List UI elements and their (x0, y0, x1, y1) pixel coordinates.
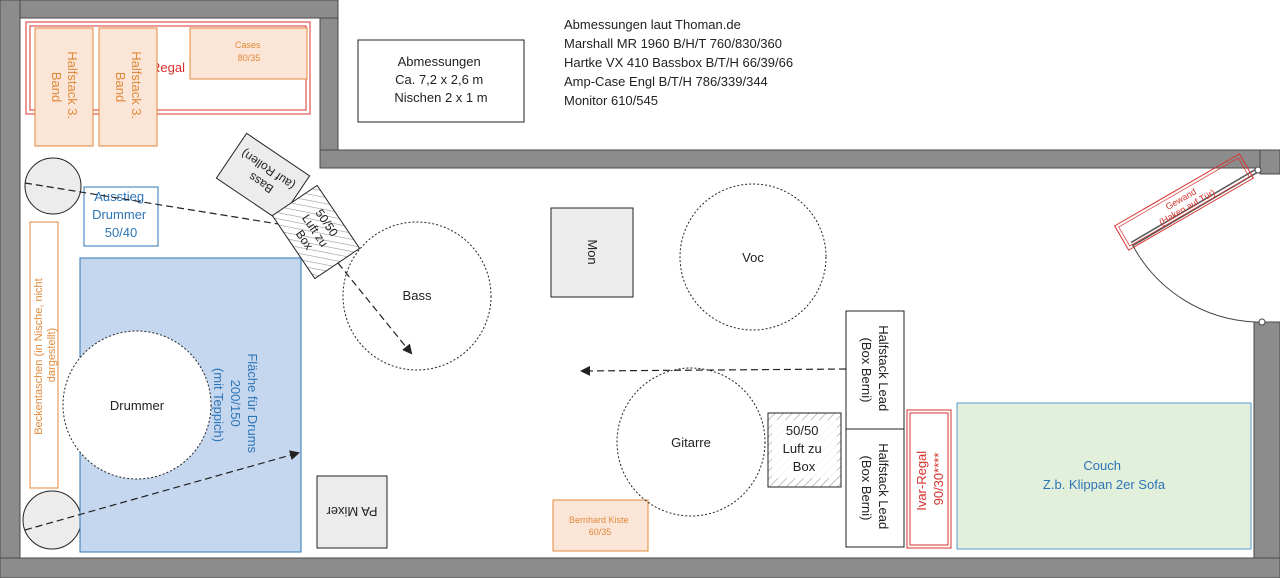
pa-mixer-label: PA Mixer (326, 504, 378, 519)
air-gap-box-1: 50/50 Luft zu Box (271, 184, 361, 280)
door[interactable] (1130, 166, 1266, 326)
air-gap-box-2-label: 50/50 Luft zu Box (783, 423, 826, 474)
bernhard-label: Bernhard Kiste 60/35 (569, 515, 631, 537)
vocal-circle (679, 183, 827, 331)
cymbal-top (24, 157, 82, 215)
air-gap-box-1-label: 50/50 Luft zu Box (288, 204, 345, 260)
wall-right-lower (1253, 321, 1280, 559)
wall-left (0, 0, 21, 578)
vocal-label: Voc (742, 250, 764, 265)
beckentaschen-box (29, 221, 59, 489)
arrow-bass (337, 262, 413, 355)
arrow-halfstack (580, 365, 847, 376)
air-gap-box-2-label-bg (772, 420, 837, 478)
guitar-label: Gitarre (671, 435, 711, 450)
bass-player-circle (342, 221, 492, 371)
cases-box (189, 27, 308, 80)
wall-niche-right (319, 17, 339, 169)
dimension-notes: Abmessungen laut Thoman.de Marshall MR 1… (564, 17, 797, 108)
drummer-circle (62, 330, 212, 480)
ivar-regal (906, 409, 952, 549)
drummer-label: Drummer (110, 398, 165, 413)
ausstieg-label: Ausstieg Drummer 50/40 (92, 189, 150, 240)
wall-top-niche (19, 0, 339, 19)
halfstack-band-1-label: Halfstack 3. Band (49, 51, 80, 123)
halfstack-lead-1-label: Halfstack Lead (Box Berni) (859, 325, 891, 415)
ausstieg-box (83, 186, 159, 247)
ivar-regal-label: Ivar-Regal 90/30**** (914, 447, 946, 511)
wall-top-right (319, 149, 1269, 169)
cymbal-bottom (22, 490, 82, 550)
monitor-label: Mon (585, 239, 600, 264)
bernhard-box (552, 499, 649, 552)
wall-bottom (0, 557, 1280, 578)
guitar-circle (616, 367, 766, 517)
movement-arrows (24, 182, 847, 531)
halfstack-band-1 (34, 27, 94, 147)
bass-label: Bass (403, 288, 432, 303)
halfstack-lead-2 (845, 428, 905, 548)
cases-label: Cases 80/35 (235, 40, 263, 63)
halfstack-band-2 (98, 27, 158, 147)
info-box (357, 39, 525, 123)
arrow-ausstieg (24, 182, 305, 232)
arrow-drums (24, 450, 300, 531)
couch-label: Couch Z.b. Klippan 2er Sofa (1043, 458, 1166, 492)
wall-right-upper (1259, 149, 1280, 175)
regal-label: Regal (151, 60, 185, 75)
monitor-box (550, 207, 634, 298)
couch-box (956, 402, 1252, 550)
drum-area-label: Fläche für Drums 200/150 (mit Teppich) (211, 353, 260, 456)
pa-mixer-box (316, 475, 388, 549)
beckentaschen-label: Beckentaschen (in Nische, nicht dargeste… (33, 275, 58, 435)
halfstack-lead-1 (845, 310, 905, 430)
info-box-text: Abmessungen Ca. 7,2 x 2,6 m Nischen 2 x … (394, 54, 487, 105)
halfstack-band-2-label: Halfstack 3. Band (113, 51, 144, 123)
halfstack-lead-2-label: Halfstack Lead (Box Berni) (859, 443, 891, 533)
